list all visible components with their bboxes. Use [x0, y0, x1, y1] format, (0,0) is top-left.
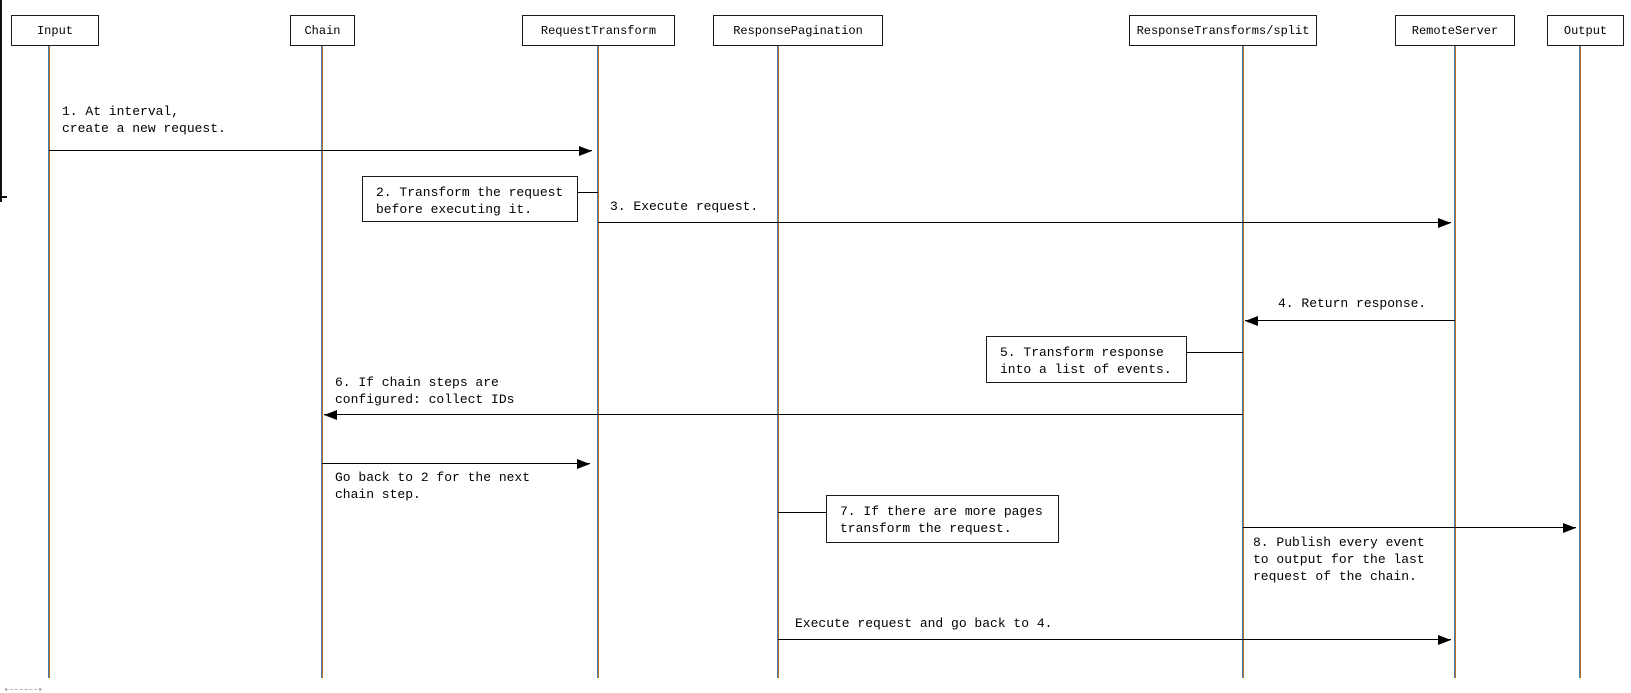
arrowhead-msg-8-publish-events: [1563, 523, 1576, 533]
lifeline-chain: [321, 46, 323, 678]
message-label-line: 4. Return response.: [1278, 296, 1427, 311]
message-label-line: Execute request and go back to 4.: [795, 616, 1053, 631]
left-edge-tick-artifact: [0, 196, 7, 198]
lifeline-output: [1579, 46, 1581, 678]
lifeline-responsepagination: [777, 46, 779, 678]
note-text-line: 2. Transform the request: [376, 185, 564, 200]
participant-box-chain: Chain: [290, 15, 355, 46]
message-arrow-msg-1-create-request: [49, 150, 592, 151]
arrowhead-msg-3-execute-request: [1438, 218, 1451, 228]
message-arrow-msg-4-return-response: [1245, 320, 1455, 321]
note-connector-note-5-transform-response: [1187, 352, 1243, 353]
note-box-note-7-more-pages: 7. If there are more pages transform the …: [826, 495, 1059, 543]
participant-label-responsepagination: ResponsePagination: [733, 23, 863, 38]
arrowhead-msg-go-back-to-2: [577, 459, 590, 469]
message-label-line: 1. At interval,: [62, 104, 180, 119]
arrowhead-msg-execute-go-back-4: [1438, 635, 1451, 645]
lifeline-responsetransforms-split: [1242, 46, 1244, 678]
note-text-line: 5. Transform response: [1000, 345, 1164, 360]
arrowhead-msg-4-return-response: [1245, 316, 1258, 326]
participant-box-responsetransforms-split: ResponseTransforms/split: [1129, 15, 1317, 46]
message-label-msg-go-back-to-2: Go back to 2 for the next chain step.: [335, 469, 530, 503]
note-box-note-5-transform-response: 5. Transform response into a list of even…: [986, 336, 1187, 383]
message-label-msg-1-create-request: 1. At interval, create a new request.: [62, 103, 226, 137]
lifeline-input: [48, 46, 50, 678]
note-text-line: before executing it.: [376, 202, 533, 217]
message-label-msg-4-return-response: 4. Return response.: [1278, 295, 1426, 312]
message-label-line: to output for the last: [1253, 552, 1425, 567]
participant-box-remoteserver: RemoteServer: [1395, 15, 1515, 46]
message-label-line: configured: collect IDs: [335, 392, 515, 407]
note-connector-note-2-transform-request: [578, 192, 598, 193]
participant-box-responsepagination: ResponsePagination: [713, 15, 883, 46]
note-text-line: transform the request.: [840, 521, 1012, 536]
participant-label-responsetransforms-split: ResponseTransforms/split: [1136, 23, 1310, 38]
participant-label-chain: Chain: [304, 23, 341, 38]
participant-label-input: Input: [36, 23, 73, 38]
message-label-line: 8. Publish every event: [1253, 535, 1425, 550]
arrowhead-msg-1-create-request: [579, 146, 592, 156]
message-label-msg-3-execute-request: 3. Execute request.: [610, 198, 758, 215]
lifeline-requesttransform: [597, 46, 599, 678]
left-edge-border-artifact: [0, 0, 2, 202]
note-box-note-2-transform-request: 2. Transform the request before executing…: [362, 176, 578, 222]
participant-box-input: Input: [11, 15, 99, 46]
message-arrow-msg-execute-go-back-4: [778, 639, 1451, 640]
message-arrow-msg-go-back-to-2: [322, 463, 590, 464]
note-text-line: 7. If there are more pages: [840, 504, 1043, 519]
message-label-line: chain step.: [335, 487, 421, 502]
message-label-line: 3. Execute request.: [610, 199, 759, 214]
message-label-msg-8-publish-events: 8. Publish every event to output for the …: [1253, 534, 1425, 585]
message-label-line: Go back to 2 for the next: [335, 470, 531, 485]
arrowhead-msg-6-collect-ids: [324, 410, 337, 420]
participant-label-requesttransform: RequestTransform: [540, 23, 657, 38]
message-label-line: 6. If chain steps are: [335, 375, 499, 390]
participant-label-output: Output: [1563, 23, 1608, 38]
message-label-msg-execute-go-back-4: Execute request and go back to 4.: [795, 615, 1052, 632]
note-connector-note-7-more-pages: [778, 512, 826, 513]
message-arrow-msg-8-publish-events: [1243, 527, 1576, 528]
participant-label-remoteserver: RemoteServer: [1411, 23, 1499, 38]
bottom-left-dot2-artifact: [39, 688, 41, 691]
message-arrow-msg-3-execute-request: [598, 222, 1451, 223]
participant-box-output: Output: [1547, 15, 1624, 46]
note-text-line: into a list of events.: [1000, 362, 1172, 377]
message-label-line: request of the chain.: [1253, 569, 1417, 584]
participant-box-requesttransform: RequestTransform: [522, 15, 675, 46]
bottom-left-dot-artifact: [5, 688, 7, 691]
bottom-left-dash-artifact: [5, 689, 42, 691]
message-arrow-msg-6-collect-ids: [324, 414, 1243, 415]
message-label-line: create a new request.: [62, 121, 226, 136]
lifeline-remoteserver: [1454, 46, 1456, 678]
message-label-msg-6-collect-ids: 6. If chain steps are configured: collect…: [335, 374, 514, 408]
